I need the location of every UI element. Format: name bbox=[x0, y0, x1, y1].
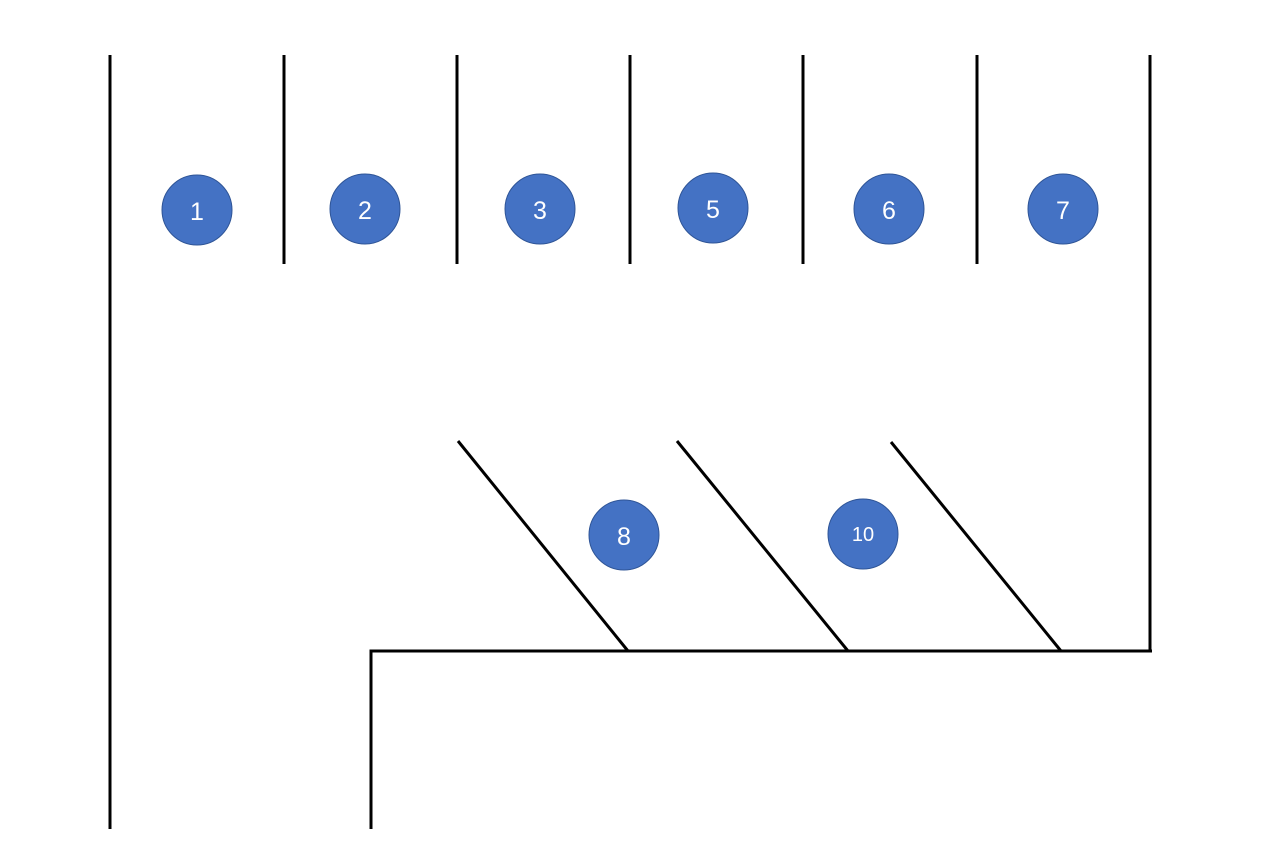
spot-label: 8 bbox=[617, 523, 631, 551]
spot-marker-1: 1 bbox=[161, 174, 233, 246]
spot-circle bbox=[504, 173, 576, 245]
spot-marker-8: 8 bbox=[588, 499, 660, 571]
spot-circle bbox=[588, 499, 660, 571]
spot-marker-6: 6 bbox=[853, 173, 925, 245]
spot-label: 10 bbox=[852, 524, 874, 546]
inner-island-wall bbox=[369, 649, 1152, 829]
angled-stall-divider bbox=[889, 441, 1063, 652]
spot-label: 7 bbox=[1056, 197, 1070, 225]
spot-marker-3: 3 bbox=[504, 173, 576, 245]
spot-label: 3 bbox=[533, 197, 547, 225]
spot-circle bbox=[161, 174, 233, 246]
angled-stall-divider bbox=[456, 440, 630, 652]
spot-marker-7: 7 bbox=[1027, 173, 1099, 245]
spot-label: 1 bbox=[190, 198, 204, 226]
spot-label: 2 bbox=[358, 197, 372, 225]
spot-marker-10: 10 bbox=[827, 498, 899, 570]
angled-stall-divider bbox=[675, 440, 850, 652]
spot-marker-5: 5 bbox=[677, 172, 749, 244]
spot-circle bbox=[853, 173, 925, 245]
spot-circle bbox=[677, 172, 749, 244]
spot-marker-2: 2 bbox=[329, 173, 401, 245]
spot-circle bbox=[827, 498, 899, 570]
spot-label: 6 bbox=[882, 197, 896, 225]
spot-label: 5 bbox=[706, 196, 720, 224]
spot-circle bbox=[329, 173, 401, 245]
spot-circle bbox=[1027, 173, 1099, 245]
